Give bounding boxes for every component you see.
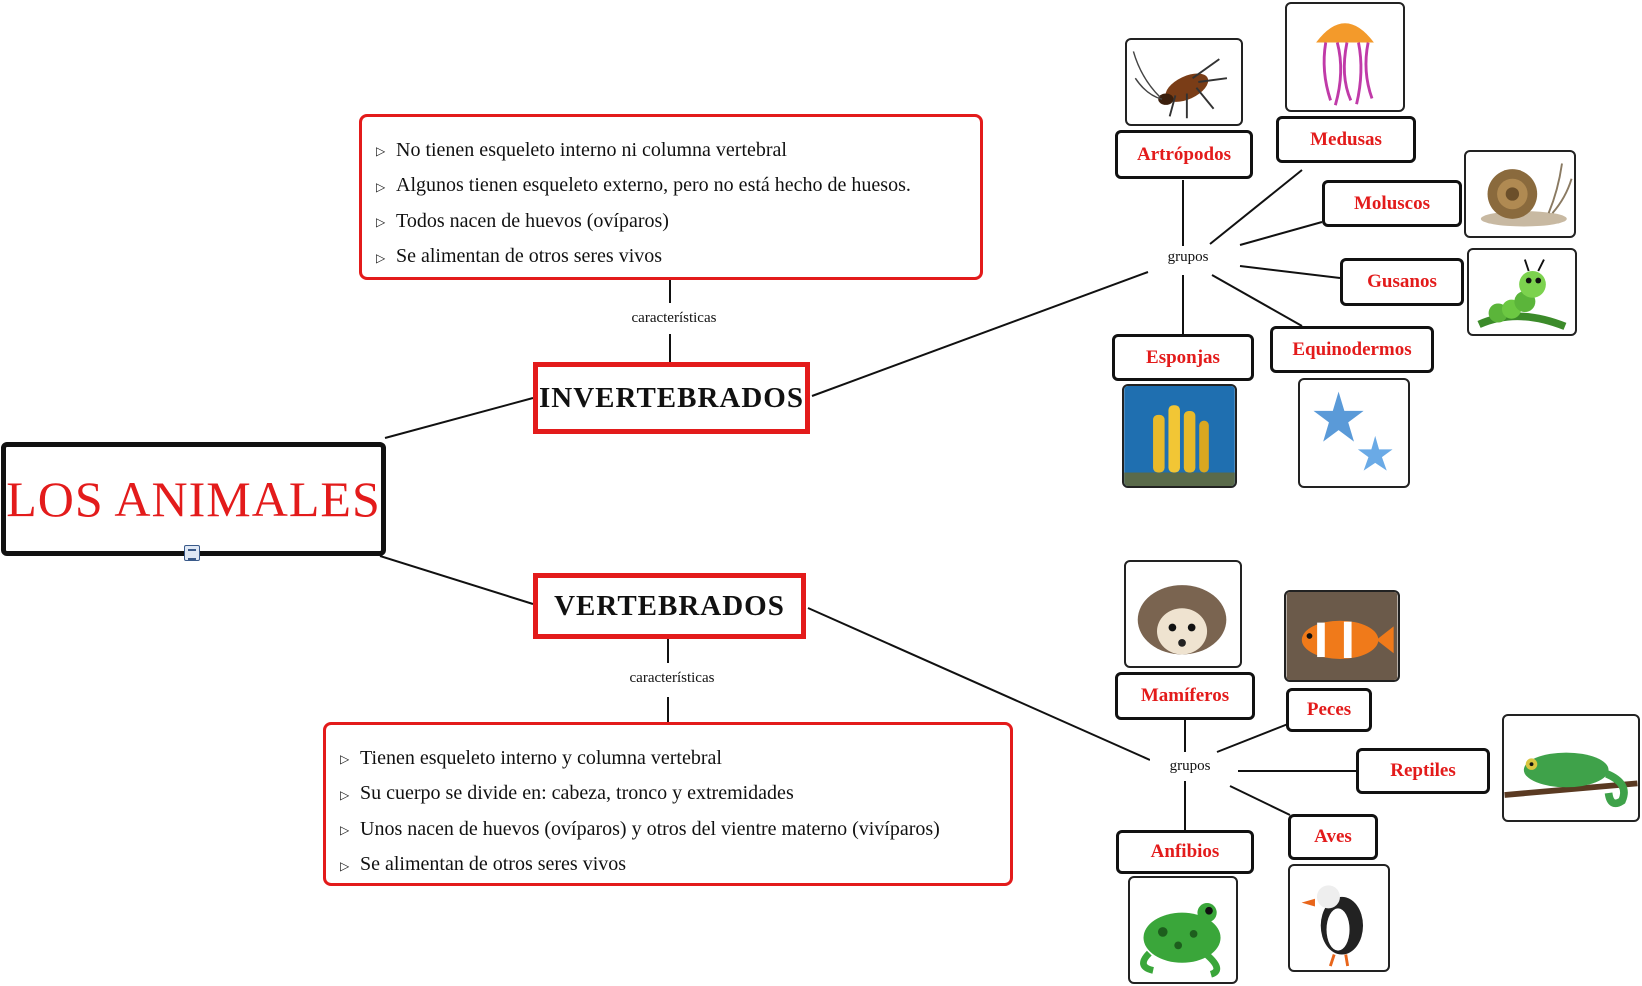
invertebrados-title: INVERTEBRADOS <box>539 381 804 414</box>
vertebrados-groups-label: grupos <box>1150 758 1230 775</box>
invertebrados-characteristics-box[interactable]: ▷No tienen esqueleto interno ni columna … <box>359 114 983 280</box>
triangle-bullet-icon: ▷ <box>376 215 386 230</box>
cockroach-image <box>1125 38 1243 126</box>
list-item: ▷Algunos tienen esqueleto externo, pero … <box>376 168 966 203</box>
group-gusanos[interactable]: Gusanos <box>1340 258 1464 306</box>
starfish-image <box>1298 378 1410 488</box>
group-reptiles[interactable]: Reptiles <box>1356 748 1490 794</box>
triangle-bullet-icon: ▷ <box>340 752 350 767</box>
vertebrados-title: VERTEBRADOS <box>554 589 785 622</box>
vertebrados-node[interactable]: VERTEBRADOS <box>533 573 806 639</box>
triangle-bullet-icon: ▷ <box>340 823 350 838</box>
group-esponjas[interactable]: Esponjas <box>1112 334 1254 381</box>
group-artropodos[interactable]: Artrópodos <box>1115 130 1253 179</box>
triangle-bullet-icon: ▷ <box>376 144 386 159</box>
triangle-bullet-icon: ▷ <box>376 250 386 265</box>
group-mamiferos[interactable]: Mamíferos <box>1115 672 1255 720</box>
jellyfish-image <box>1285 2 1405 112</box>
vertebrados-characteristics-box[interactable]: ▷Tienen esqueleto interno y columna vert… <box>323 722 1013 886</box>
invertebrados-groups-label: grupos <box>1148 249 1228 266</box>
clownfish-image <box>1284 590 1400 682</box>
hedgehog-image <box>1124 560 1242 668</box>
chameleon-image <box>1502 714 1640 822</box>
list-item: ▷No tienen esqueleto interno ni columna … <box>376 133 966 168</box>
frog-image <box>1128 876 1238 984</box>
root-title: LOS ANIMALES <box>6 471 381 527</box>
vertebrados-link-label: características <box>610 670 734 687</box>
invertebrados-link-label: características <box>612 310 736 327</box>
group-peces[interactable]: Peces <box>1286 688 1372 732</box>
list-item: ▷Se alimentan de otros seres vivos <box>340 847 996 882</box>
invertebrados-node[interactable]: INVERTEBRADOS <box>533 362 810 434</box>
group-aves[interactable]: Aves <box>1288 814 1378 860</box>
list-item: ▷Se alimentan de otros seres vivos <box>376 239 966 274</box>
list-item: ▷Todos nacen de huevos (ovíparos) <box>376 204 966 239</box>
caterpillar-image <box>1467 248 1577 336</box>
sponge-image <box>1122 384 1237 488</box>
note-icon[interactable] <box>184 545 200 561</box>
group-anfibios[interactable]: Anfibios <box>1116 830 1254 874</box>
group-medusas[interactable]: Medusas <box>1276 116 1416 163</box>
puffin-image <box>1288 864 1390 972</box>
list-item: ▷Su cuerpo se divide en: cabeza, tronco … <box>340 776 996 811</box>
snail-image <box>1464 150 1576 238</box>
group-moluscos[interactable]: Moluscos <box>1322 180 1462 227</box>
triangle-bullet-icon: ▷ <box>376 179 386 194</box>
group-equinodermos[interactable]: Equinodermos <box>1270 326 1434 373</box>
list-item: ▷Tienen esqueleto interno y columna vert… <box>340 741 996 776</box>
triangle-bullet-icon: ▷ <box>340 787 350 802</box>
triangle-bullet-icon: ▷ <box>340 858 350 873</box>
list-item: ▷Unos nacen de huevos (ovíparos) y otros… <box>340 812 996 847</box>
root-node-los-animales[interactable]: LOS ANIMALES <box>1 442 386 556</box>
